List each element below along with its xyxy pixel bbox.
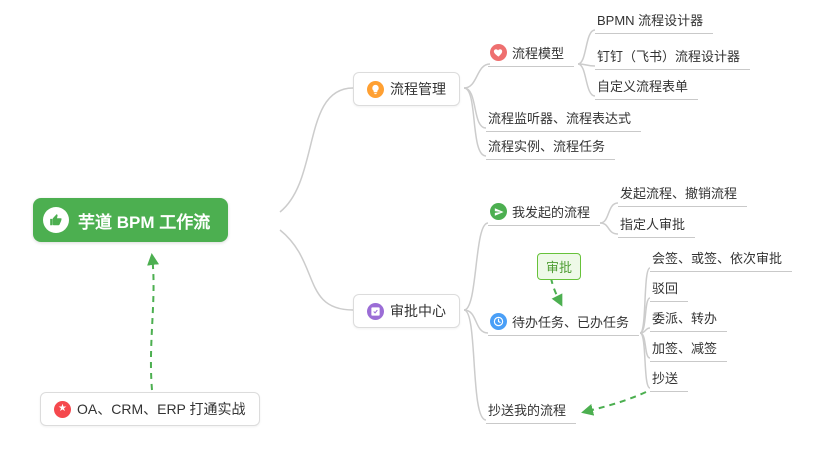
root-node[interactable]: 芋道 BPM 工作流: [33, 198, 229, 242]
note-node[interactable]: ★ OA、CRM、ERP 打通实战: [40, 392, 260, 426]
branch-label: 流程管理: [390, 81, 446, 97]
arrow-badge-to-todo: [550, 277, 563, 307]
node-label: 我发起的流程: [512, 205, 591, 220]
node-dingtalk-designer[interactable]: 钉钉（飞书）流程设计器: [595, 44, 751, 70]
node-assignee-approval[interactable]: 指定人审批: [618, 212, 696, 238]
node-delegate-transfer[interactable]: 委派、转办: [650, 306, 728, 332]
approval-badge: 审批: [537, 253, 582, 280]
lightbulb-icon: [367, 80, 384, 98]
node-listener-expression[interactable]: 流程监听器、流程表达式: [486, 106, 642, 132]
send-icon: [490, 203, 507, 220]
node-instance-task[interactable]: 流程实例、流程任务: [486, 134, 616, 160]
branch-label: 审批中心: [390, 303, 446, 319]
star-icon: ★: [54, 400, 71, 418]
node-countersign[interactable]: 会签、或签、依次审批: [650, 246, 793, 272]
branch-process-management[interactable]: 流程管理: [353, 72, 460, 106]
note-label: OA、CRM、ERP 打通实战: [77, 401, 246, 417]
node-bpmn-designer[interactable]: BPMN 流程设计器: [595, 8, 714, 34]
thumbs-up-icon: [43, 207, 69, 233]
node-my-initiated[interactable]: 我发起的流程: [488, 200, 601, 226]
checklist-icon: [367, 302, 384, 320]
node-process-model[interactable]: 流程模型: [488, 41, 575, 67]
heart-icon: [490, 44, 507, 61]
node-add-remove-sign[interactable]: 加签、减签: [650, 336, 728, 362]
root-label: 芋道 BPM 工作流: [78, 212, 211, 232]
node-custom-form[interactable]: 自定义流程表单: [595, 74, 699, 100]
arrow-cc-to-ccflow: [581, 391, 647, 416]
node-todo-done-tasks[interactable]: 待办任务、已办任务: [488, 310, 640, 336]
arrow-note-to-root: [147, 253, 160, 391]
node-label: 待办任务、已办任务: [512, 315, 630, 330]
node-initiate-cancel[interactable]: 发起流程、撤销流程: [618, 181, 748, 207]
branch-approval-center[interactable]: 审批中心: [353, 294, 460, 328]
node-reject[interactable]: 驳回: [650, 276, 689, 302]
node-cc-my-flow[interactable]: 抄送我的流程: [486, 398, 577, 424]
clock-icon: [490, 313, 507, 330]
node-cc[interactable]: 抄送: [650, 366, 689, 392]
node-label: 流程模型: [512, 46, 565, 61]
